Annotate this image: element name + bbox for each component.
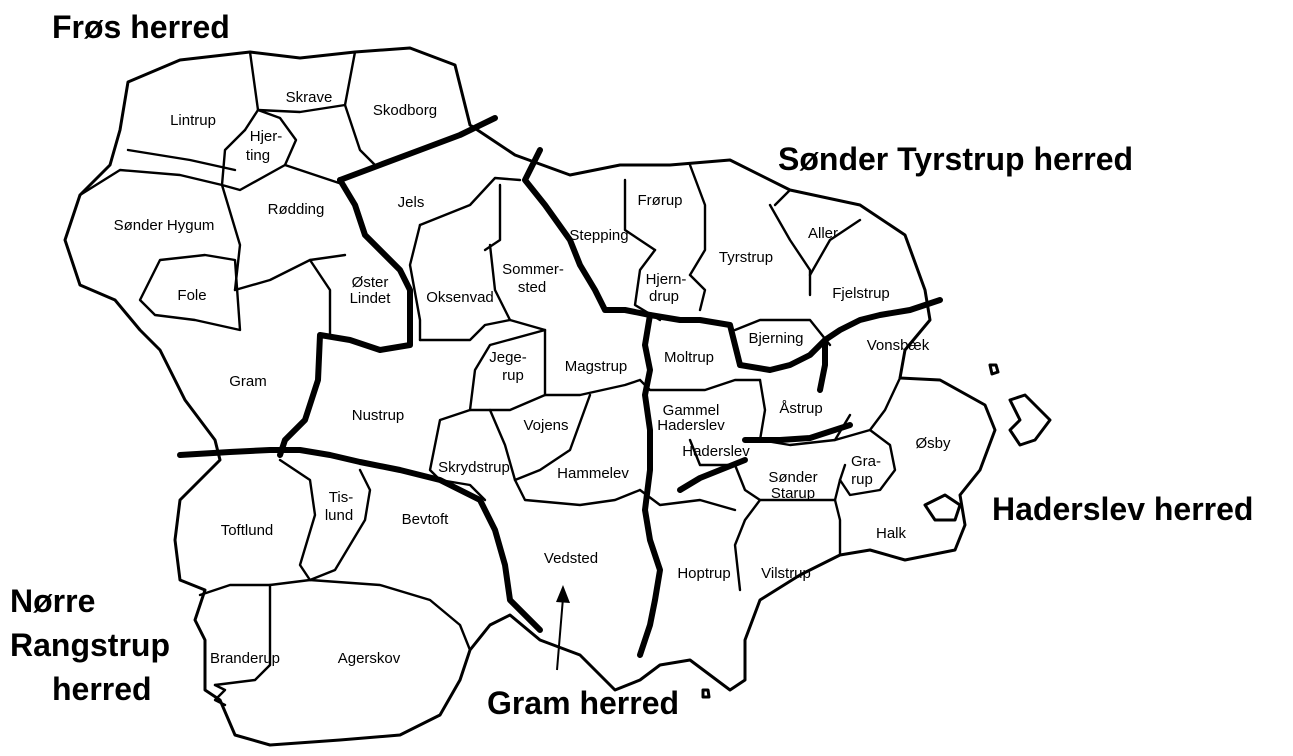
label-tyrstrup: Tyrstrup xyxy=(719,249,773,266)
label-agerskov: Agerskov xyxy=(338,650,401,667)
label-hjerndrup-1: Hjern- xyxy=(646,271,687,288)
label-bjerning: Bjerning xyxy=(748,330,803,347)
herred-labels: Frøs herred Sønder Tyrstrup herred Hader… xyxy=(10,9,1253,721)
island-south-1 xyxy=(701,688,711,699)
label-haderslev: Haderslev xyxy=(682,443,750,460)
label-magstrup: Magstrup xyxy=(565,358,628,375)
label-branderup: Branderup xyxy=(210,650,280,667)
gram-herred-arrow xyxy=(556,585,570,671)
label-haderslev-herred: Haderslev herred xyxy=(992,491,1253,527)
label-skrave: Skrave xyxy=(286,89,333,106)
label-skrydstrup: Skrydstrup xyxy=(438,459,510,476)
label-toftlund: Toftlund xyxy=(221,522,274,539)
label-stepping: Stepping xyxy=(569,227,628,244)
label-jels: Jels xyxy=(398,194,425,211)
label-fjelstrup: Fjelstrup xyxy=(832,285,890,302)
label-hjerting-2: ting xyxy=(246,147,270,164)
label-moltrup: Moltrup xyxy=(664,349,714,366)
label-grarup-2: rup xyxy=(851,471,873,488)
label-norre-rangstrup-1: Nørre xyxy=(10,583,95,619)
label-hjerndrup-2: drup xyxy=(649,288,679,305)
label-grarup-1: Gra- xyxy=(851,453,881,470)
label-tislund-1: Tis- xyxy=(329,489,353,506)
label-gammel-haderslev-1: Gammel xyxy=(663,402,720,419)
label-fros-herred: Frøs herred xyxy=(52,9,230,45)
label-gammel-haderslev-2: Haderslev xyxy=(657,417,725,434)
label-oksenvad: Oksenvad xyxy=(426,289,494,306)
label-sonder-tyrstrup-herred: Sønder Tyrstrup herred xyxy=(778,141,1133,177)
label-norre-rangstrup-2: Rangstrup xyxy=(10,627,170,663)
label-jegerup-1: Jege- xyxy=(489,349,527,366)
island-east-1 xyxy=(1008,393,1052,447)
label-hammelev: Hammelev xyxy=(557,465,629,482)
label-vojens: Vojens xyxy=(523,417,568,434)
label-tislund-2: lund xyxy=(325,507,353,524)
label-halk: Halk xyxy=(876,525,907,542)
herred-boundaries xyxy=(177,115,943,658)
label-frorup: Frørup xyxy=(638,192,683,209)
label-aller: Aller xyxy=(808,225,838,242)
label-oster-lindet-2: Lindet xyxy=(350,290,392,307)
label-bevtoft: Bevtoft xyxy=(402,511,450,528)
label-vilstrup: Vilstrup xyxy=(761,565,811,582)
inlet-halk xyxy=(923,493,962,522)
label-gram-herred: Gram herred xyxy=(487,685,679,721)
island-east-2 xyxy=(988,363,1000,376)
label-vedsted: Vedsted xyxy=(544,550,598,567)
label-skodborg: Skodborg xyxy=(373,102,437,119)
label-oster-lindet-1: Øster xyxy=(352,274,389,291)
label-lintrup: Lintrup xyxy=(170,112,216,129)
label-sonder-starup-1: Sønder xyxy=(768,469,817,486)
label-fole: Fole xyxy=(177,287,206,304)
parish-boundaries xyxy=(78,50,902,707)
label-norre-rangstrup-3: herred xyxy=(52,671,152,707)
label-sommersted-1: Sommer- xyxy=(502,261,564,278)
label-vonsbaek: Vonsbæk xyxy=(867,337,930,354)
label-astrup: Åstrup xyxy=(779,400,822,417)
label-nustrup: Nustrup xyxy=(352,407,405,424)
label-osby: Øsby xyxy=(915,435,951,452)
label-sonder-starup-2: Starup xyxy=(771,485,815,502)
map-outer-boundary xyxy=(63,46,997,747)
label-hjerting-1: Hjer- xyxy=(250,128,283,145)
label-sommersted-2: sted xyxy=(518,279,546,296)
label-hoptrup: Hoptrup xyxy=(677,565,730,582)
label-jegerup-2: rup xyxy=(502,367,524,384)
label-sonder-hygum: Sønder Hygum xyxy=(114,217,215,234)
parish-labels: Lintrup Skrave Skodborg Hjer- ting Sønde… xyxy=(114,89,951,667)
label-rodding: Rødding xyxy=(268,201,325,218)
label-gram: Gram xyxy=(229,373,267,390)
